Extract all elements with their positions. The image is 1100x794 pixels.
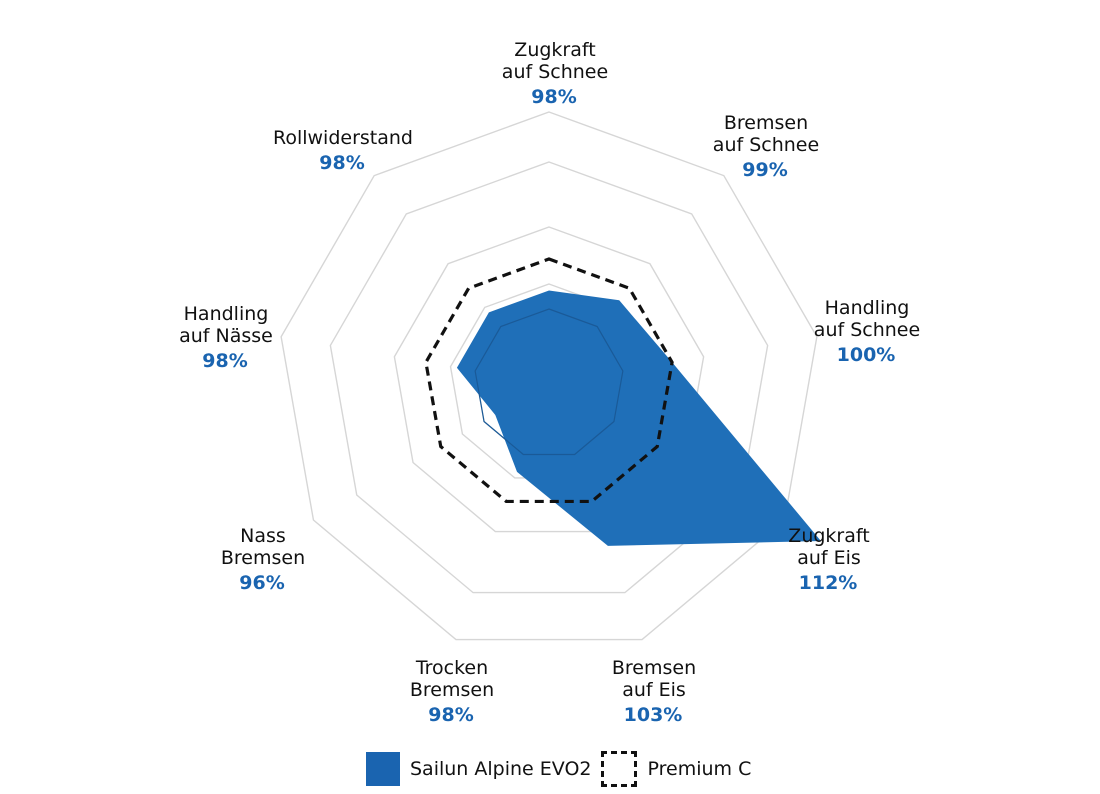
axis-value-0: 98% — [531, 86, 576, 108]
axis-value-8: 98% — [319, 152, 364, 174]
axis-label-group-8: Rollwiderstand 98% — [273, 127, 413, 174]
axis-label-3-line-1: auf Eis — [797, 547, 861, 569]
series-sailun-area — [456, 290, 821, 546]
axis-value-3: 112% — [799, 572, 858, 594]
grid-ring-4 — [280, 111, 818, 641]
axis-label-4-line-0: Bremsen — [612, 657, 696, 679]
axis-label-6-line-1: Bremsen — [221, 547, 305, 569]
axis-label-2-line-1: auf Schnee — [814, 319, 920, 341]
axis-label-7-line-1: auf Nässe — [179, 325, 273, 347]
legend-swatch-filled — [366, 752, 400, 786]
axis-value-5: 98% — [428, 704, 473, 726]
axis-value-6: 96% — [239, 572, 284, 594]
axis-value-7: 98% — [202, 350, 247, 372]
series-premium-line — [424, 257, 674, 504]
radar-series — [424, 257, 821, 546]
axis-label-5-line-0: Trocken — [415, 657, 488, 679]
grid-ring-2 — [393, 226, 705, 533]
legend-item-sailun[interactable]: Sailun Alpine EVO2 — [366, 752, 591, 786]
axis-value-2: 100% — [837, 344, 896, 366]
axis-value-1: 99% — [742, 159, 787, 181]
grid-ring-3 — [329, 161, 769, 594]
axis-label-5-line-1: Bremsen — [410, 679, 494, 701]
axis-label-6-line-0: Nass — [240, 525, 286, 547]
legend-label-premium: Premium C — [647, 758, 752, 780]
legend-swatch-dashed — [601, 751, 638, 787]
axis-value-4: 103% — [624, 704, 683, 726]
axis-label-4-line-1: auf Eis — [622, 679, 686, 701]
legend: Sailun Alpine EVO2 Premium C — [366, 750, 751, 788]
axis-label-2-line-0: Handling — [825, 297, 910, 319]
axis-label-0-line-0: Zugkraft — [514, 39, 595, 61]
axis-label-1-line-0: Bremsen — [724, 112, 808, 134]
axis-label-0-line-1: auf Schnee — [502, 61, 608, 83]
axis-label-3-line-0: Zugkraft — [788, 525, 869, 547]
inner-grid-overlay — [474, 308, 624, 456]
axis-label-7-line-0: Handling — [184, 303, 269, 325]
legend-item-premium[interactable]: Premium C — [601, 751, 751, 787]
axis-label-1-line-1: auf Schnee — [713, 134, 819, 156]
legend-label-sailun: Sailun Alpine EVO2 — [410, 758, 592, 780]
axis-label-8-line-0: Rollwiderstand — [273, 127, 413, 149]
